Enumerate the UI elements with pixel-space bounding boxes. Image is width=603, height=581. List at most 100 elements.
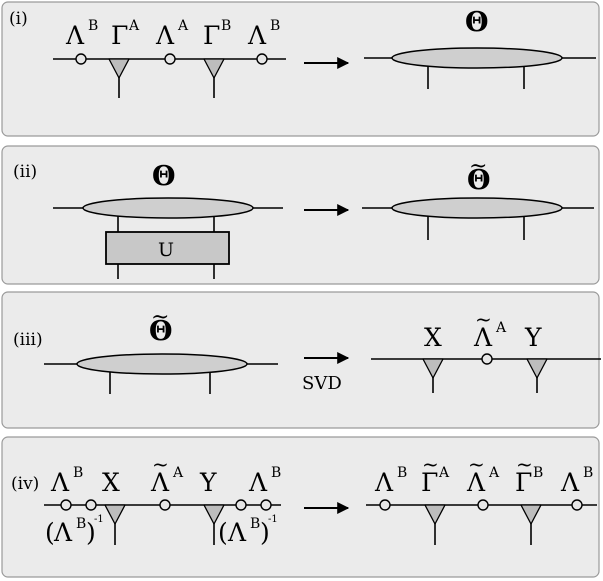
lambda-b-inverse-node bbox=[235, 499, 247, 511]
theta-tilde-tensor bbox=[391, 197, 563, 219]
panel-ii-label: (ii) bbox=[13, 162, 37, 182]
svg-text:Λ: Λ bbox=[53, 518, 73, 547]
svg-text:A: A bbox=[438, 465, 450, 481]
svg-text:B: B bbox=[270, 18, 280, 34]
lambda-b-label: Λ B bbox=[248, 465, 281, 497]
lambda-b-node bbox=[571, 499, 583, 511]
svg-text:(: ( bbox=[45, 518, 55, 547]
svg-text:Λ: Λ bbox=[248, 468, 268, 497]
svg-text:-1: -1 bbox=[94, 514, 104, 525]
svg-text:A: A bbox=[488, 465, 500, 481]
panel-iv: (iv) Λ B X Λ ~ A Y Λ B ( Λ B ) -1 ( Λ B bbox=[1, 436, 600, 578]
y-label: Y bbox=[524, 323, 542, 352]
panel-iv-label: (iv) bbox=[11, 474, 39, 494]
lambda-tilde-a-label: Λ ~ A bbox=[466, 452, 500, 497]
panel-i-label: (i) bbox=[9, 9, 28, 29]
svg-text:Λ: Λ bbox=[374, 468, 394, 497]
panel-ii: (ii) Θ U Θ ~ bbox=[1, 145, 600, 285]
lambda-b-label: Λ B bbox=[50, 465, 83, 497]
y-label: Y bbox=[199, 468, 217, 497]
svg-text:): ) bbox=[260, 518, 270, 547]
theta-label: Θ bbox=[152, 161, 176, 192]
gamma-a-label: Γ A bbox=[111, 18, 140, 50]
panel-iii: (iii) Θ ~ SVD X Λ ~ A Y bbox=[1, 291, 601, 429]
svg-text:B: B bbox=[271, 465, 281, 481]
gamma-a-tensor bbox=[108, 58, 130, 79]
svg-text:~: ~ bbox=[516, 452, 533, 476]
panel-iv-background bbox=[1, 436, 600, 578]
lambda-tilde-a-label: Λ ~ A bbox=[473, 307, 507, 352]
svg-text:~: ~ bbox=[422, 452, 439, 476]
lambda-b-node bbox=[260, 499, 272, 511]
theta-tensor bbox=[391, 47, 563, 69]
gamma-b-tensor bbox=[203, 58, 225, 79]
theta-tilde-tensor bbox=[76, 353, 248, 375]
svg-text:Λ: Λ bbox=[227, 518, 247, 547]
gamma-tilde-a-label: Γ ~ A bbox=[421, 452, 450, 497]
lambda-b-label: Λ B bbox=[560, 465, 593, 497]
svg-text:A: A bbox=[172, 465, 184, 481]
lambda-b-inverse-node bbox=[85, 499, 97, 511]
x-tensor bbox=[422, 358, 444, 379]
lambda-b-label: Λ B bbox=[247, 18, 280, 50]
lambda-b-node bbox=[75, 53, 87, 65]
svg-text:Λ: Λ bbox=[155, 21, 175, 50]
svg-text:A: A bbox=[128, 18, 140, 34]
svg-text:B: B bbox=[73, 465, 83, 481]
x-label: X bbox=[102, 468, 120, 497]
lambda-tilde-a-node bbox=[477, 499, 489, 511]
svg-text:Λ: Λ bbox=[65, 21, 85, 50]
svg-text:Λ: Λ bbox=[466, 468, 486, 497]
svg-text:Γ: Γ bbox=[421, 468, 438, 497]
x-label: X bbox=[424, 323, 442, 352]
lambda-b-inverse-label: ( Λ B ) -1 bbox=[218, 514, 278, 547]
y-tensor bbox=[203, 504, 225, 525]
svg-text:A: A bbox=[177, 18, 189, 34]
lambda-b-node bbox=[379, 499, 391, 511]
lambda-tilde-a-node bbox=[481, 353, 493, 365]
lambda-b-node bbox=[60, 499, 72, 511]
lambda-b-label: Λ B bbox=[374, 465, 407, 497]
lambda-a-node bbox=[164, 53, 176, 65]
x-tensor bbox=[104, 504, 126, 525]
svg-text:): ) bbox=[86, 518, 96, 547]
svg-text:B: B bbox=[533, 465, 543, 481]
unitary-gate-label: U bbox=[158, 239, 174, 261]
lambda-b-label: Λ B bbox=[65, 18, 98, 50]
svg-text:B: B bbox=[583, 465, 593, 481]
svg-text:Γ: Γ bbox=[203, 21, 220, 50]
panel-iii-label: (iii) bbox=[13, 330, 43, 350]
theta-tilde-label: Θ bbox=[467, 165, 491, 196]
gamma-b-label: Γ B bbox=[203, 18, 231, 50]
svg-text:Λ: Λ bbox=[473, 323, 493, 352]
unitary-gate bbox=[105, 231, 230, 265]
panel-iii-background bbox=[1, 291, 600, 429]
svg-text:Λ: Λ bbox=[560, 468, 580, 497]
theta-tilde-label: Θ bbox=[149, 316, 173, 347]
panel-i: (i) Λ B Γ A Λ A Γ B Λ B bbox=[1, 1, 600, 137]
svg-text:B: B bbox=[250, 516, 260, 532]
svg-text:B: B bbox=[221, 18, 231, 34]
panel-i-background bbox=[1, 1, 600, 137]
svg-text:~: ~ bbox=[475, 307, 492, 331]
svg-text:Λ: Λ bbox=[150, 468, 170, 497]
theta-label: Θ bbox=[465, 7, 489, 38]
tilde-mark: ~ bbox=[151, 305, 169, 330]
svg-text:Λ: Λ bbox=[247, 21, 267, 50]
gamma-tilde-a-tensor bbox=[424, 504, 446, 525]
svg-text:B: B bbox=[76, 516, 86, 532]
svg-text:B: B bbox=[88, 18, 98, 34]
svg-text:~: ~ bbox=[468, 452, 485, 476]
lambda-tilde-a-node bbox=[159, 499, 171, 511]
svg-text:(: ( bbox=[218, 518, 228, 547]
svg-text:~: ~ bbox=[152, 452, 169, 476]
gamma-tilde-b-tensor bbox=[520, 504, 542, 525]
y-tensor bbox=[526, 358, 548, 379]
svg-text:Γ: Γ bbox=[515, 468, 532, 497]
svg-text:Γ: Γ bbox=[111, 21, 128, 50]
theta-tensor bbox=[82, 197, 254, 219]
lambda-b-node bbox=[256, 53, 268, 65]
gamma-tilde-b-label: Γ ~ B bbox=[515, 452, 543, 497]
svg-text:-1: -1 bbox=[268, 514, 278, 525]
